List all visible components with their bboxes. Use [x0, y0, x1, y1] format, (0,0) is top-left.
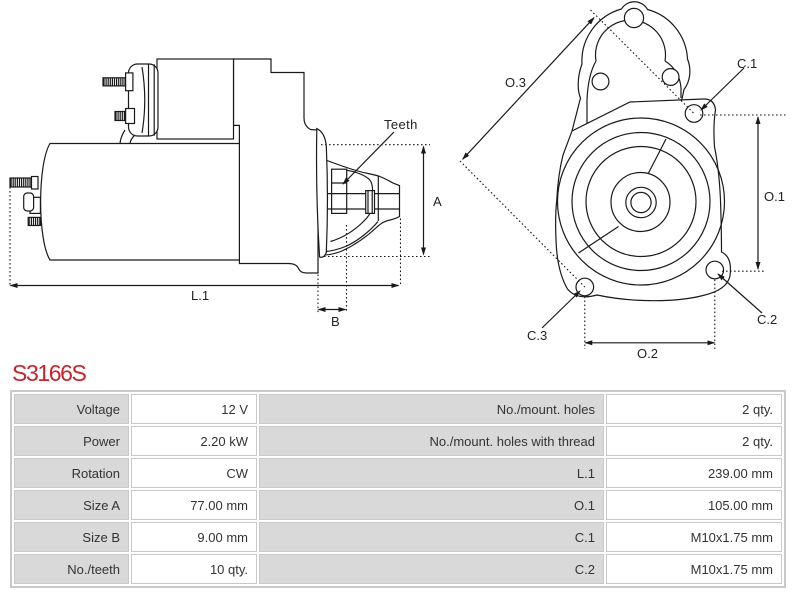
svg-text:A: A — [433, 194, 442, 209]
svg-text:O.1: O.1 — [764, 189, 785, 204]
svg-text:L.1: L.1 — [191, 288, 209, 303]
svg-text:B: B — [331, 314, 340, 329]
svg-text:O.2: O.2 — [637, 346, 658, 361]
svg-text:Teeth: Teeth — [384, 117, 418, 132]
svg-text:C.3: C.3 — [527, 328, 547, 343]
svg-text:C.2: C.2 — [757, 312, 777, 327]
svg-text:C.1: C.1 — [737, 56, 757, 71]
svg-text:O.3: O.3 — [505, 75, 526, 90]
